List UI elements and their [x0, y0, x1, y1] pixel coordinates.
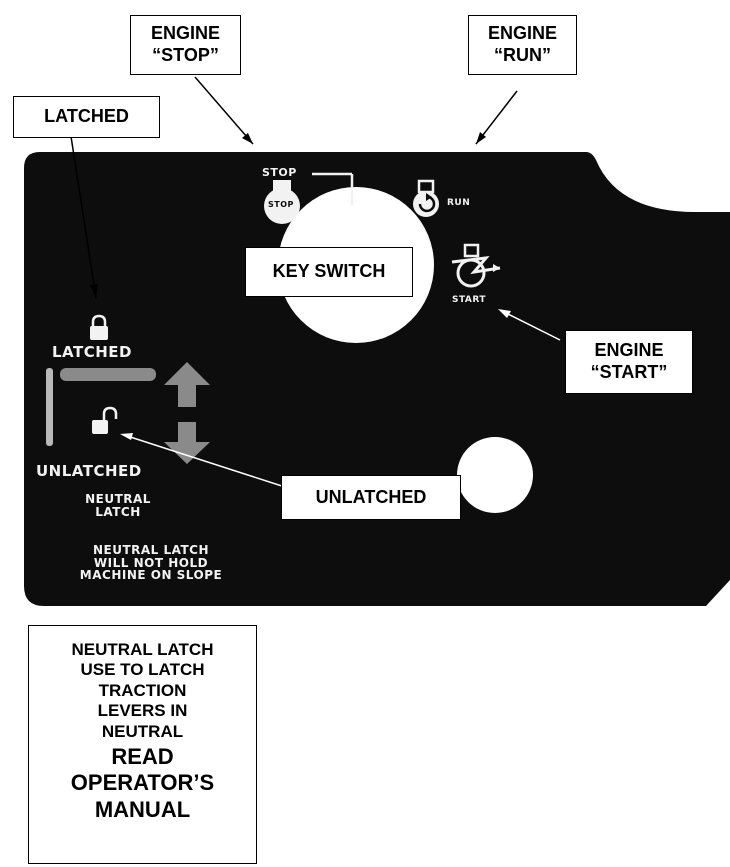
neutral-latch-slot	[46, 368, 156, 446]
instructions-line-4: LEVERS IN	[97, 701, 188, 721]
callout-instructions: NEUTRAL LATCH USE TO LATCH TRACTION LEVE…	[28, 625, 257, 864]
plate-stop-icon-text: STOP	[268, 200, 294, 209]
callout-unlatched: UNLATCHED	[281, 475, 461, 520]
stop-icon	[264, 172, 354, 224]
run-icon	[413, 179, 439, 217]
up-arrow-icon	[164, 362, 210, 407]
callout-latched: LATCHED	[13, 96, 160, 138]
callout-latched-label: LATCHED	[44, 106, 129, 127]
callout-key-switch-label: KEY SWITCH	[272, 261, 386, 282]
plate-run-label: RUN	[447, 198, 471, 208]
callout-engine-start: ENGINE “START”	[565, 330, 693, 394]
instructions-read: READ	[111, 743, 174, 769]
lower-hole	[457, 437, 533, 513]
start-icon	[451, 243, 501, 288]
callout-key-switch: KEY SWITCH	[245, 247, 413, 297]
plate-start-label: START	[452, 295, 487, 305]
instructions-operators: OPERATOR’S	[70, 770, 215, 796]
plate-warning: NEUTRAL LATCH WILL NOT HOLD MACHINE ON S…	[42, 544, 260, 582]
padlock-locked-icon	[90, 314, 108, 340]
plate-stop-label: STOP	[262, 166, 297, 179]
callout-engine-start-line1: ENGINE	[594, 340, 664, 361]
control-panel-plate	[24, 152, 730, 606]
callout-engine-run: ENGINE “RUN”	[468, 15, 577, 75]
instructions-manual: MANUAL	[94, 796, 191, 822]
plate-warning-line3: MACHINE ON SLOPE	[79, 568, 223, 583]
down-arrow-icon	[164, 422, 210, 464]
plate-latched-label: LATCHED	[52, 343, 132, 361]
instructions-line-5: NEUTRAL	[101, 721, 184, 741]
callout-arrowheads	[90, 132, 486, 298]
plate-neutral-line2: LATCH	[95, 504, 141, 519]
instructions-line-3: TRACTION	[98, 680, 187, 700]
callout-engine-start-line2: “START”	[590, 362, 668, 382]
plate-neutral-line1: NEUTRAL	[85, 492, 151, 506]
padlock-unlocked-icon	[92, 406, 118, 434]
callout-engine-run-line1: ENGINE	[487, 23, 557, 44]
plate-warning-line2: WILL NOT HOLD	[93, 555, 209, 570]
plate-neutral-latch-label: NEUTRAL LATCH	[68, 493, 168, 518]
instructions-line-2: USE TO LATCH	[80, 660, 205, 680]
callout-engine-stop-line1: ENGINE	[150, 23, 220, 44]
plate-arrows	[123, 310, 561, 488]
callout-unlatched-label: UNLATCHED	[315, 486, 427, 507]
callout-engine-run-line2: “RUN”	[494, 45, 551, 65]
callout-engine-stop: ENGINE “STOP”	[130, 15, 241, 75]
plate-warning-line1: NEUTRAL LATCH	[92, 543, 210, 557]
callout-engine-stop-line2: “STOP”	[152, 45, 219, 65]
instructions-line-1: NEUTRAL LATCH	[71, 640, 214, 659]
plate-unlatched-label: UNLATCHED	[36, 462, 142, 480]
plate-arrowheads	[120, 309, 511, 440]
